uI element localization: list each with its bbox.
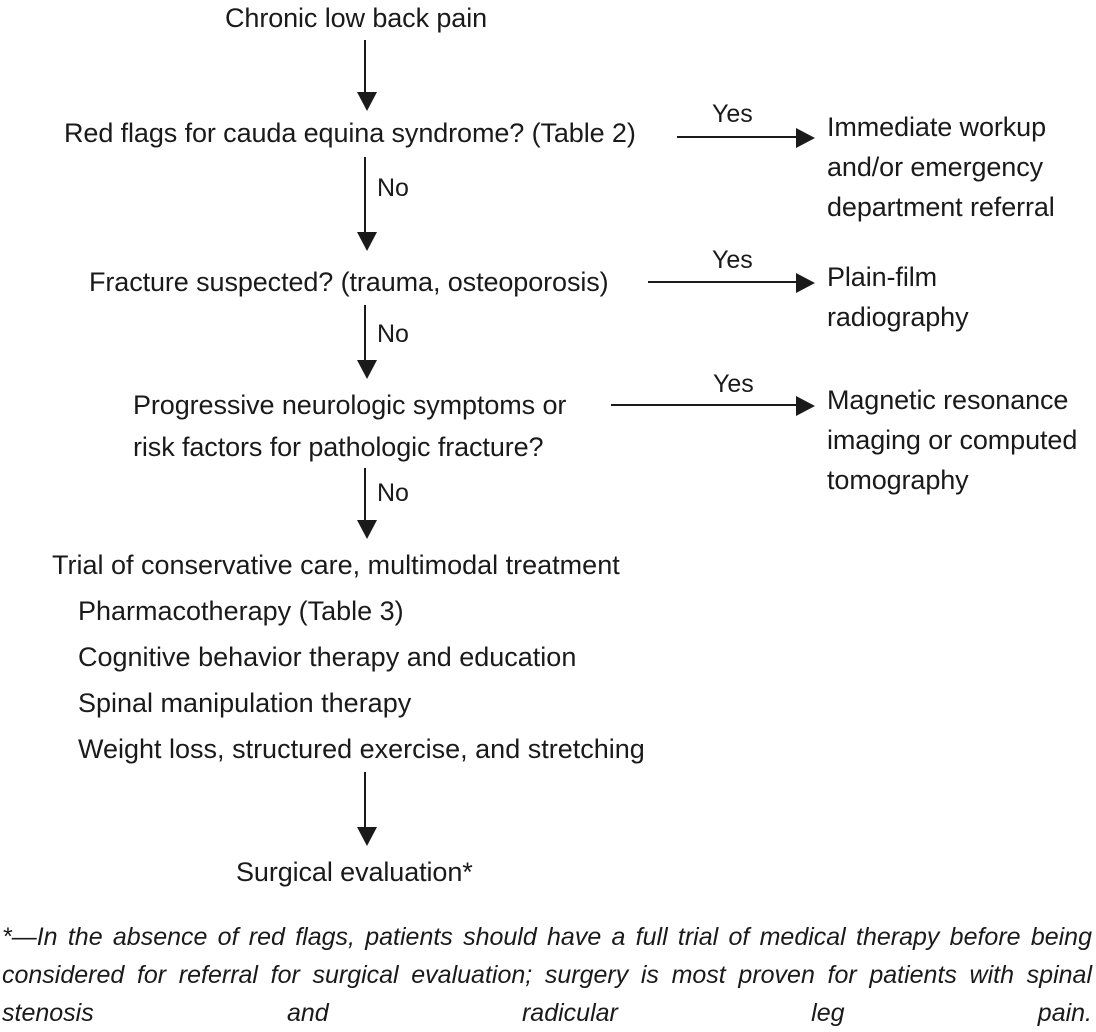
arrow-down-decision-3-no [357, 468, 377, 539]
treatment-item-weight-loss-exercise: Weight loss, structured exercise, and st… [78, 734, 645, 764]
branch-label-yes-2: Yes [712, 246, 753, 274]
node-decision-progressive-neurologic-line-2: risk factors for pathologic fracture? [133, 432, 544, 462]
node-decision-fracture-suspected: Fracture suspected? (trauma, osteoporosi… [89, 267, 609, 297]
treatment-item-spinal-manipulation-therapy: Spinal manipulation therapy [78, 688, 412, 718]
node-outcome-plain-film-line-2: radiography [827, 302, 969, 332]
branch-label-no-2: No [377, 320, 409, 348]
branch-label-yes-1: Yes [712, 100, 753, 128]
arrow-down-title-to-decision-1 [357, 40, 377, 111]
node-outcome-plain-film-line-1: Plain-film [827, 262, 938, 292]
arrow-right-decision-1-yes [677, 128, 815, 148]
arrow-right-decision-2-yes [648, 273, 815, 293]
node-treatment-heading: Trial of conservative care, multimodal t… [52, 550, 620, 580]
node-outcome-mri-line-1: Magnetic resonance [827, 385, 1069, 415]
node-decision-progressive-neurologic-line-1: Progressive neurologic symptoms or [133, 390, 567, 420]
branch-label-no-3: No [377, 479, 409, 507]
node-outcome-mri-line-2: imaging or computed [827, 425, 1078, 455]
node-outcome-immediate-workup-line-2: and/or emergency [827, 152, 1044, 182]
node-outcome-immediate-workup-line-3: department referral [827, 192, 1055, 222]
arrow-right-decision-3-yes [611, 396, 815, 416]
node-decision-red-flags-cauda-equina: Red flags for cauda equina syndrome? (Ta… [64, 118, 636, 148]
footnote-text: *—In the absence of red flags, patients … [2, 923, 1092, 1027]
arrow-down-decision-2-no [357, 305, 377, 379]
arrow-down-treatment-to-surgical-evaluation [357, 772, 377, 846]
arrow-down-decision-1-no [357, 157, 377, 251]
branch-label-yes-3: Yes [713, 370, 754, 398]
branch-label-no-1: No [377, 174, 409, 202]
treatment-item-cognitive-behavior-therapy: Cognitive behavior therapy and education [78, 642, 577, 672]
node-outcome-immediate-workup-line-1: Immediate workup [827, 112, 1046, 142]
node-surgical-evaluation: Surgical evaluation* [236, 857, 473, 887]
node-chronic-low-back-pain: Chronic low back pain [225, 3, 488, 33]
node-outcome-mri-line-3: tomography [827, 465, 969, 495]
treatment-item-pharmacotherapy: Pharmacotherapy (Table 3) [78, 596, 404, 626]
